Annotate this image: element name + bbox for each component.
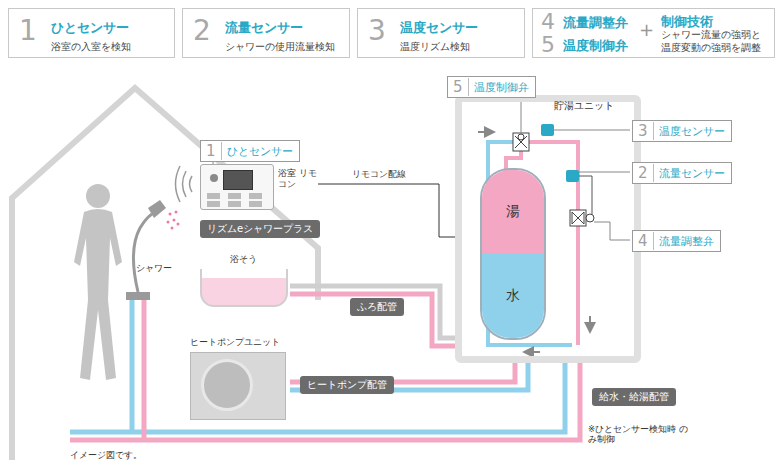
call-node: 4 流量調整弁 (632, 230, 721, 252)
house-outline (12, 88, 318, 460)
feature-text: 温度リズム検知 (400, 40, 470, 54)
callout-number: 2 (193, 17, 211, 45)
leader-lines (213, 100, 630, 240)
hot-water: 湯 (482, 170, 544, 254)
note-label: シャワー (136, 262, 172, 275)
feature-text: ひとセンサー (51, 19, 129, 37)
flow-sensor (566, 170, 579, 182)
pipe-label: 給水・給湯配管 (599, 390, 669, 404)
remote-node: 浴室 リモコン (200, 164, 318, 210)
bathtub (200, 269, 288, 307)
callout-number: 5 (541, 34, 555, 56)
dark-node: ふろ配管 (350, 298, 404, 316)
callout-number: 5 (448, 78, 469, 96)
feature-text: シャワー流量の強弱と 温度変動の強弱を調整 (661, 29, 771, 54)
call-node: 2 流量センサー (632, 162, 732, 184)
shower (126, 200, 180, 300)
sensor-waves (176, 166, 193, 202)
feature-text: 制御技術 (661, 13, 713, 31)
feature-text: シャワーの使用流量検知 (225, 40, 335, 54)
feature-text: 温度制御弁 (563, 37, 628, 55)
edge-label: リモコン配線 (350, 168, 408, 181)
callout-number: 3 (633, 122, 654, 140)
callout-number: 2 (633, 164, 654, 182)
dark-node: ヒートポンプ配管 (300, 376, 394, 394)
remote-wire (318, 184, 455, 237)
callout-number: 4 (541, 11, 555, 33)
tank-label: 湯 (506, 203, 520, 221)
pipe-label: ヒートポンプ配管 (307, 378, 387, 392)
callout-number: 3 (368, 17, 386, 45)
feature-text: 浴室の入室を検知 (51, 40, 131, 54)
feature-text: 温度センサー (400, 19, 478, 37)
tank-node: 湯水 (480, 168, 546, 340)
heatpump-body (190, 352, 286, 420)
feature-text: 流量調整弁 (563, 14, 628, 32)
pipe-label: ふろ配管 (357, 300, 397, 314)
unit-node: 貯湯ユニット湯水 (455, 95, 641, 363)
note-label: ※ひとセンサー検知時 のみ制御 (588, 424, 688, 444)
remote-button (207, 193, 220, 199)
callout-number: + (639, 21, 654, 39)
hdr-node: 4 流量調整弁 5 温度制御弁 + 制御技術シャワー流量の強弱と 温度変動の強弱を調整 (532, 8, 775, 58)
tank-label: 水 (506, 287, 520, 305)
remote-button (249, 193, 262, 199)
flow-adjust-valve (570, 210, 594, 226)
remote-button (207, 201, 220, 207)
call-node: 1 ひとセンサー (200, 140, 300, 162)
sensor-wire (579, 176, 592, 214)
hdr-node: 3 温度センサー温度リズム検知 (357, 8, 525, 58)
cold-water: 水 (482, 254, 544, 338)
hdr-node: 1 ひとセンサー浴室の入室を検知 (8, 8, 175, 58)
call-node: 5 温度制御弁 (447, 76, 536, 98)
note-label: イメージ図です。 (70, 450, 142, 462)
remote-button (249, 201, 262, 207)
temperature-control-valve (513, 133, 529, 151)
dark-node: 給水・給湯配管 (592, 388, 676, 406)
callout-label: ひとセンサー (227, 144, 293, 159)
callout-number: 1 (201, 142, 222, 160)
pipe-label: リズムeシャワープラス (207, 222, 313, 236)
heatpump-fan (201, 359, 253, 411)
person (74, 184, 122, 380)
callout-label: 流量調整弁 (659, 234, 714, 249)
callout-number: 4 (633, 232, 654, 250)
hp-node: ヒートポンプユニット (190, 336, 286, 420)
call-node: 3 温度センサー (632, 120, 732, 142)
unit-title: 貯湯ユニット (554, 99, 614, 113)
remote-label: 浴室 リモコン (278, 168, 318, 190)
remote-screen (223, 170, 253, 190)
tub-node: 浴そう (200, 253, 288, 307)
feature-text: 流量センサー (225, 19, 303, 37)
dark-node: リズムeシャワープラス (200, 220, 320, 238)
callout-label: 流量センサー (659, 166, 725, 181)
human-sensor (210, 174, 218, 182)
hdr-node: 2 流量センサーシャワーの使用流量検知 (182, 8, 350, 58)
flow-arrow (528, 351, 540, 353)
callout-label: 温度制御弁 (474, 80, 529, 95)
remote-body (200, 164, 274, 210)
remote-button (228, 201, 241, 207)
flow-arrow (478, 131, 490, 133)
remote-button (228, 193, 241, 199)
bath-pipes (290, 286, 458, 346)
tub-label: 浴そう (230, 253, 288, 266)
heatpump-label: ヒートポンプユニット (190, 336, 286, 349)
flow-arrow (589, 316, 591, 328)
temperature-sensor (541, 124, 554, 136)
callout-label: 温度センサー (659, 124, 725, 139)
callout-number: 1 (19, 17, 37, 45)
